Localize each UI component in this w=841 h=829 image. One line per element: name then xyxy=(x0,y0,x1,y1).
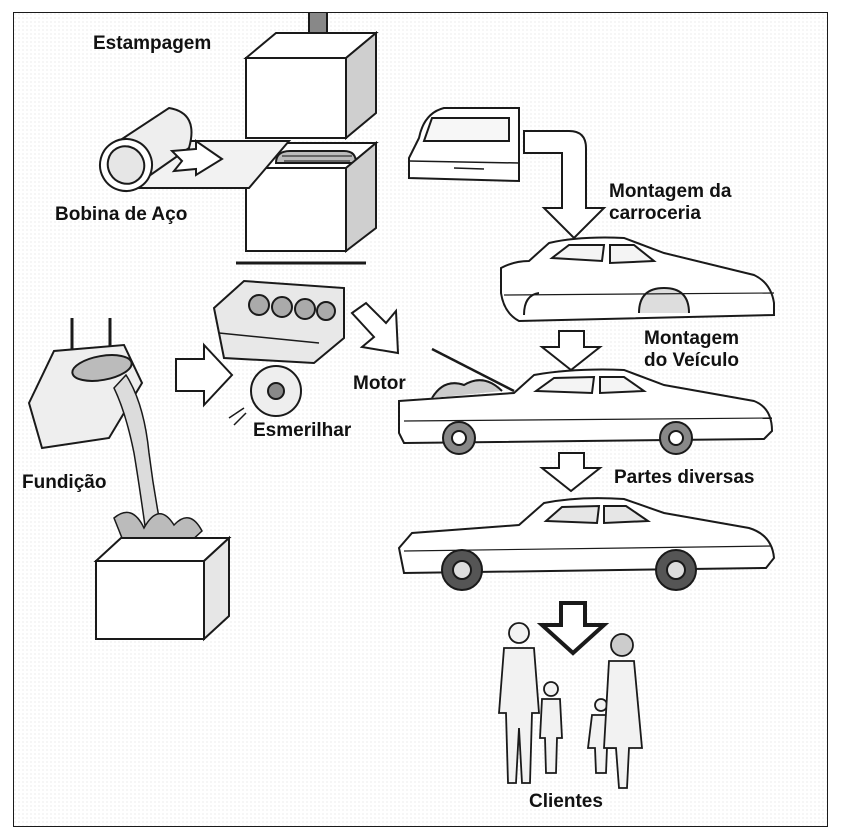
finished-car-icon xyxy=(397,497,776,591)
label-montagem-carroceria-line2: carroceria xyxy=(609,203,701,224)
mold-box-icon xyxy=(93,535,232,642)
label-clientes: Clientes xyxy=(529,791,603,812)
label-fundicao: Fundição xyxy=(22,472,107,493)
process-illustration xyxy=(14,13,827,826)
arrow-icon xyxy=(539,452,603,493)
car-assembly-icon xyxy=(398,347,774,455)
diagram-frame: Estampagem Bobina de Aço Montagem da car… xyxy=(13,12,828,827)
arrow-icon xyxy=(523,130,607,240)
foundry-ladle-icon xyxy=(27,318,144,450)
label-bobina: Bobina de Aço xyxy=(55,204,188,225)
splash-icon xyxy=(113,511,203,544)
car-body-icon xyxy=(500,236,775,323)
stamping-press-icon xyxy=(236,13,379,265)
engine-icon xyxy=(212,279,345,365)
label-esmerilhar: Esmerilhar xyxy=(253,420,352,441)
steel-coil-icon xyxy=(99,106,292,192)
customers-family-icon xyxy=(498,622,643,789)
label-partes-diversas: Partes diversas xyxy=(614,467,755,488)
grinding-wheel-icon xyxy=(228,365,302,426)
label-montagem-carroceria-line1: Montagem da xyxy=(609,181,732,202)
label-montagem-carroceria: Montagem da carroceria xyxy=(609,181,731,225)
label-motor: Motor xyxy=(353,373,406,394)
arrow-icon xyxy=(350,301,400,355)
label-montagem-veiculo-line2: do Veículo xyxy=(644,350,740,371)
label-montagem-veiculo-line1: Montagem xyxy=(644,328,739,349)
arrow-icon xyxy=(536,601,610,656)
label-montagem-veiculo: Montagem do Veículo xyxy=(644,328,739,372)
label-estampagem: Estampagem xyxy=(93,33,212,54)
arrow-icon xyxy=(539,330,603,372)
arrow-icon xyxy=(175,342,234,408)
car-door-icon xyxy=(408,107,520,183)
